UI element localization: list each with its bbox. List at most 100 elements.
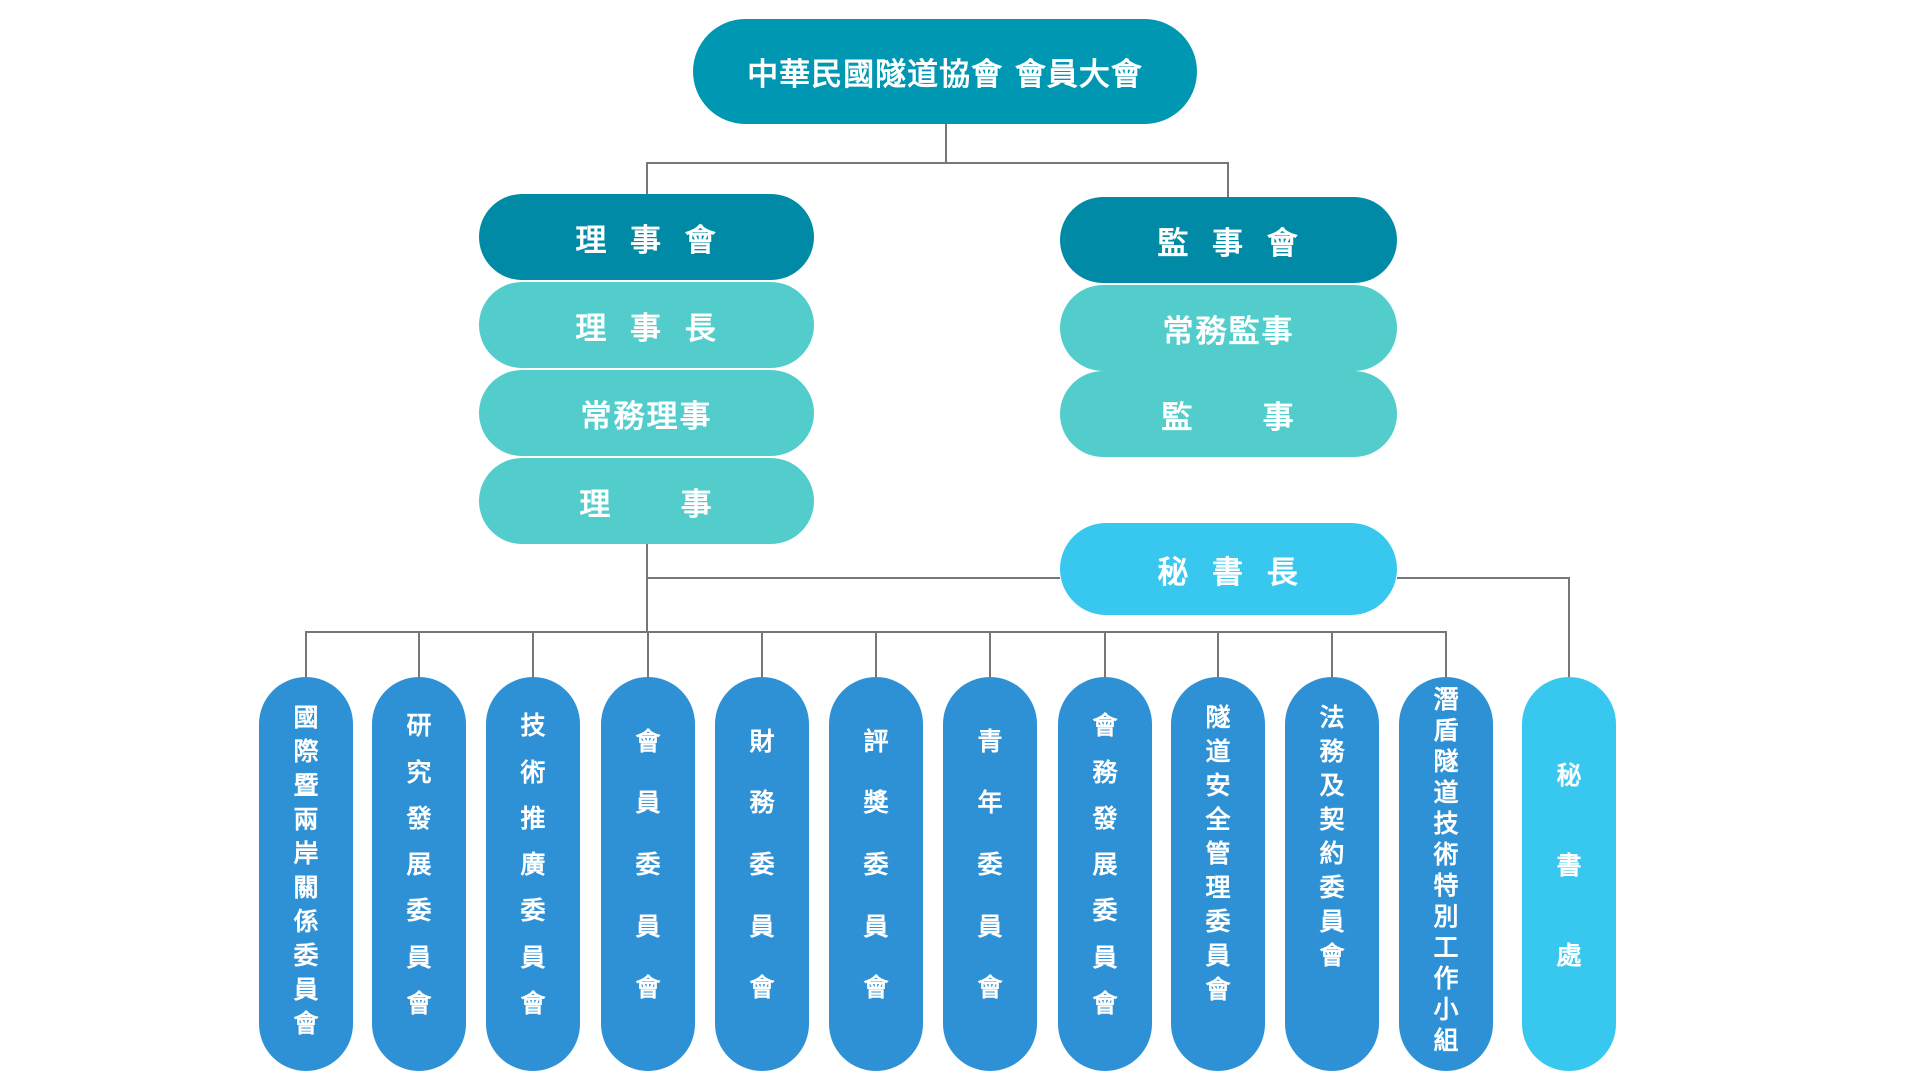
committee-char: 道: [1433, 778, 1459, 807]
committee-char: 員: [1205, 941, 1231, 970]
committee-char: 發: [1092, 803, 1118, 833]
committee-char: 隧: [1205, 703, 1231, 732]
directors-char: 事: [680, 486, 714, 523]
committee-char: 委: [293, 941, 319, 970]
committee-char: 會: [293, 1009, 319, 1038]
executive-directors-label: 常務理事: [580, 398, 713, 435]
committee-node[interactable]: 潛盾隧道技術特別工作小組: [1399, 677, 1493, 1071]
board-head-char: 理: [575, 222, 609, 259]
directors-char: 理: [579, 486, 613, 523]
committee-char: 研: [406, 711, 432, 741]
secretariat-node[interactable]: 秘 書 處: [1522, 677, 1616, 1071]
directors-node[interactable]: 理 事: [479, 458, 814, 544]
connector-to-secretariat: [1568, 577, 1570, 677]
committee-node[interactable]: 會員委員會: [601, 677, 695, 1071]
committee-char: 全: [1205, 805, 1231, 834]
committee-char: 推: [520, 803, 546, 833]
committee-char: 暨: [293, 771, 319, 800]
committee-char: 會: [749, 973, 775, 1003]
committee-node[interactable]: 技術推廣委員會: [486, 677, 580, 1071]
chairman-char: 理: [575, 310, 609, 347]
connector-to-committee: [761, 631, 763, 677]
committee-char: 委: [1205, 907, 1231, 936]
secretary-general-char: 書: [1212, 554, 1245, 591]
committee-char: 年: [977, 788, 1003, 818]
board-of-directors-node[interactable]: 理 事 會: [479, 194, 814, 280]
committee-char: 員: [1092, 942, 1118, 972]
committee-char: 組: [1433, 1026, 1459, 1055]
executive-supervisor-node[interactable]: 常務監事: [1060, 285, 1397, 371]
supervisors-char: 監: [1161, 399, 1195, 436]
executive-directors-node[interactable]: 常務理事: [479, 370, 814, 456]
connector-to-committee: [1331, 631, 1333, 677]
committee-char: 術: [520, 757, 546, 787]
general-assembly-node[interactable]: 中華民國隧道協會 會員大會: [693, 19, 1197, 124]
connector-to-committee: [532, 631, 534, 677]
supervisors-head-char: 監: [1157, 225, 1191, 262]
committee-node[interactable]: 會務發展委員會: [1058, 677, 1152, 1071]
committee-char: 員: [635, 788, 661, 818]
secretary-general-node[interactable]: 秘 書 長: [1060, 523, 1397, 615]
committee-char: 會: [1092, 988, 1118, 1018]
committee-char: 及: [1319, 771, 1345, 800]
board-head-char: 事: [630, 222, 663, 259]
committee-char: 國: [293, 703, 319, 732]
committee-char: 會: [863, 973, 889, 1003]
committee-char: 特: [1433, 871, 1459, 900]
connector-to-committee: [305, 631, 307, 677]
connector-to-supervisors: [1227, 162, 1229, 197]
board-of-supervisors-node[interactable]: 監 事 會: [1060, 197, 1397, 283]
committee-char: 廣: [520, 850, 546, 879]
committee-char: 係: [293, 907, 319, 936]
connector-to-committee: [1104, 631, 1106, 677]
committee-char: 岸: [293, 839, 319, 868]
committee-node[interactable]: 研究發展委員會: [372, 677, 466, 1071]
connector-to-committee: [647, 631, 649, 677]
committee-char: 會: [977, 973, 1003, 1003]
connector-to-committee: [989, 631, 991, 677]
committee-char: 究: [406, 757, 432, 787]
committee-char: 委: [1092, 896, 1118, 926]
committee-char: 委: [406, 896, 432, 926]
secretariat-char: 處: [1556, 941, 1582, 970]
committee-char: 員: [406, 942, 432, 972]
committee-char: 潛: [1433, 685, 1459, 714]
connector-board-down: [646, 543, 648, 632]
committee-char: 發: [406, 803, 432, 833]
supervisors-char: 事: [1262, 399, 1296, 436]
supervisors-node[interactable]: 監 事: [1060, 371, 1397, 457]
committee-char: 員: [293, 975, 319, 1004]
committee-char: 會: [1092, 711, 1118, 741]
committee-char: 技: [520, 711, 546, 741]
committee-char: 隧: [1433, 747, 1459, 776]
committee-char: 委: [977, 849, 1003, 879]
connector-to-board: [646, 162, 648, 194]
committee-char: 財: [749, 726, 775, 756]
committee-node[interactable]: 隧道安全管理委員會: [1171, 677, 1265, 1071]
committee-char: 展: [406, 850, 432, 879]
committee-char: 關: [293, 873, 319, 902]
connector-to-committee: [875, 631, 877, 677]
secretariat-char: 書: [1556, 851, 1582, 880]
committee-node[interactable]: 財務委員會: [715, 677, 809, 1071]
committee-char: 員: [1319, 907, 1345, 936]
committee-char: 理: [1205, 873, 1231, 902]
committee-char: 獎: [863, 788, 889, 818]
committee-char: 委: [749, 849, 775, 879]
general-assembly-label: 中華民國隧道協會 會員大會: [747, 57, 1143, 93]
connector-to-secretary-general: [646, 577, 1060, 579]
chairman-node[interactable]: 理 事 長: [479, 282, 814, 368]
committee-node[interactable]: 青年委員會: [943, 677, 1037, 1071]
committee-node[interactable]: 法務及契約委員會: [1285, 677, 1379, 1071]
executive-supervisor-label: 常務監事: [1162, 313, 1295, 350]
secretariat-char: 秘: [1556, 761, 1582, 790]
committee-char: 員: [520, 942, 546, 972]
committee-char: 兩: [293, 805, 319, 834]
committee-char: 務: [1092, 757, 1118, 787]
committee-char: 員: [635, 911, 661, 941]
committee-char: 青: [977, 726, 1003, 756]
connector-to-committee: [418, 631, 420, 677]
committee-node[interactable]: 國際暨兩岸關係委員會: [259, 677, 353, 1071]
committee-node[interactable]: 評獎委員會: [829, 677, 923, 1071]
committee-char: 會: [635, 726, 661, 756]
